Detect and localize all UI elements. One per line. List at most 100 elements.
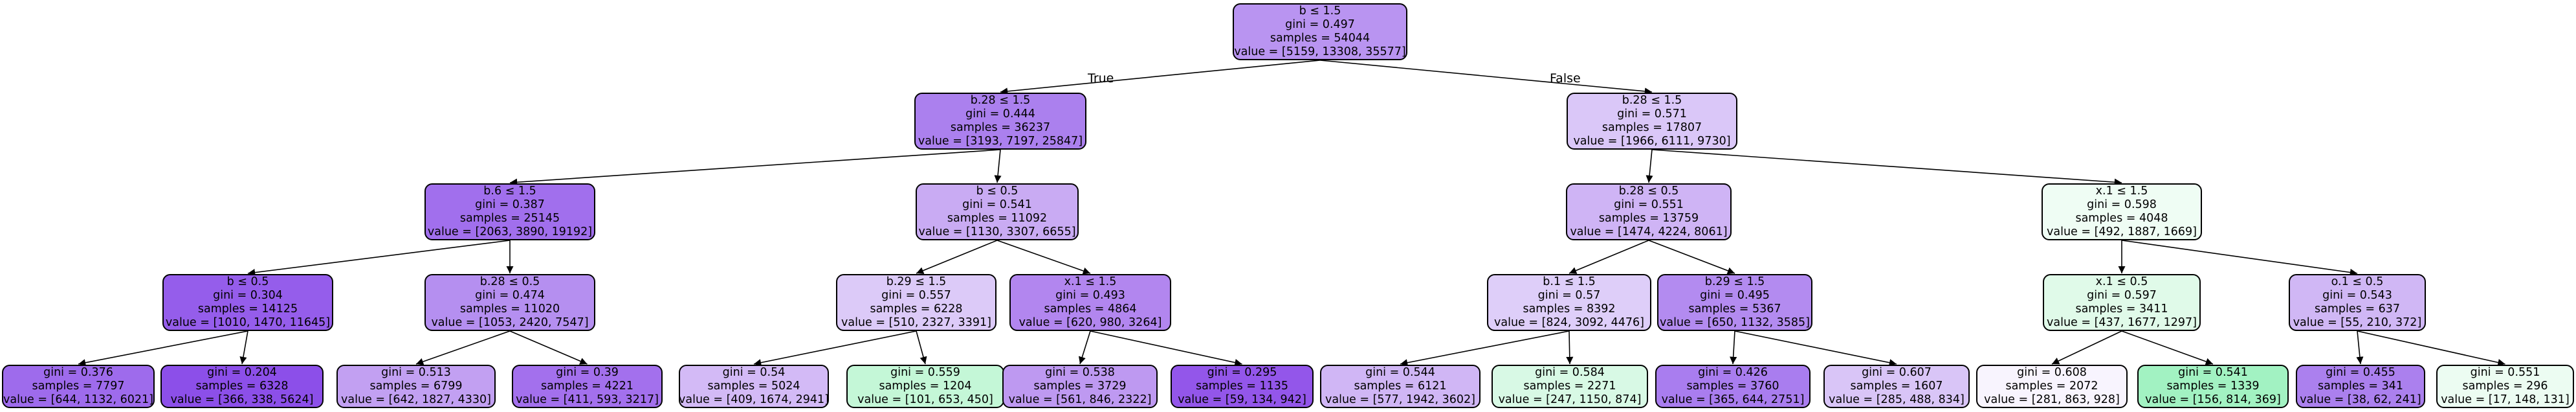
node-text-line: gini = 0.474 — [475, 289, 545, 302]
node-text-line: b.28 ≤ 1.5 — [1622, 94, 1682, 107]
node-text-line: gini = 0.538 — [1045, 366, 1115, 379]
node-text-line: samples = 1339 — [2166, 380, 2260, 393]
tree-edge — [1646, 149, 1653, 183]
tree-edge — [1648, 240, 1735, 275]
tree-edge — [916, 240, 998, 274]
tree-edge — [1734, 330, 1897, 367]
node-text-line: samples = 2072 — [2005, 380, 2098, 393]
tree-edge — [753, 330, 917, 367]
node-text-line: samples = 25145 — [459, 212, 560, 225]
node-text-line: value = [1010, 1470, 11645] — [165, 316, 331, 329]
node-text-line: samples = 5367 — [1688, 303, 1781, 315]
node-text-line: gini = 0.607 — [1862, 366, 1932, 379]
node-text-line: gini = 0.495 — [1700, 289, 1770, 302]
node-text-line: value = [620, 980, 3264] — [1018, 316, 1162, 329]
node-text-line: o.1 ≤ 0.5 — [2331, 275, 2384, 288]
node-text-line: gini = 0.426 — [1698, 366, 1768, 379]
tree-edge — [1569, 240, 1649, 274]
node-text-line: gini = 0.376 — [43, 366, 113, 379]
node-text-line: value = [247, 1150, 874] — [1498, 393, 1642, 406]
tree-edge — [994, 149, 1002, 183]
node-text-line: b ≤ 0.5 — [226, 275, 269, 288]
node-text-line: samples = 11020 — [459, 303, 560, 315]
node-text-line: value = [101, 653, 450] — [857, 393, 993, 406]
node-text-line: samples = 296 — [2462, 380, 2548, 393]
node-text-line: value = [281, 863, 928] — [1984, 393, 2120, 406]
tree-edge — [1651, 149, 2122, 186]
node-text-line: value = [1966, 6111, 9730] — [1573, 135, 1731, 148]
node-text-line: value = [38, 62, 241] — [2300, 393, 2421, 406]
node-text-line: b.28 ≤ 0.5 — [1618, 185, 1679, 198]
node-text-line: gini = 0.57 — [1537, 289, 1601, 302]
node-text-line: samples = 6799 — [369, 380, 463, 393]
tree-edge — [2356, 330, 2364, 365]
tree-edge — [247, 240, 511, 277]
tree-edge — [2121, 240, 2358, 276]
node-text-line: samples = 1607 — [1850, 380, 1943, 393]
node-text-line: gini = 0.295 — [1207, 366, 1277, 379]
node-text-line: samples = 1135 — [1195, 380, 1289, 393]
node-text-line: samples = 36237 — [950, 121, 1051, 134]
node-text-line: gini = 0.598 — [2087, 198, 2157, 211]
node-text-line: samples = 4864 — [1044, 303, 1137, 315]
node-text-line: value = [365, 644, 2751] — [1661, 393, 1805, 406]
node-text-line: samples = 54044 — [1270, 32, 1371, 45]
node-text-line: value = [437, 1677, 1297] — [2047, 316, 2197, 329]
node-text-line: gini = 0.608 — [2017, 366, 2087, 379]
tree-edge — [1566, 330, 1574, 365]
tree-edge — [1319, 60, 1653, 95]
node-text-line: value = [17, 148, 131] — [2441, 393, 2570, 406]
node-text-line: gini = 0.387 — [475, 198, 545, 211]
edge-label-true: True — [1088, 71, 1114, 86]
tree-edge — [415, 330, 511, 365]
node-text-line: value = [650, 1132, 3585] — [1660, 316, 1810, 329]
node-text-line: value = [409, 1674, 2941] — [679, 393, 829, 406]
node-text-line: gini = 0.557 — [881, 289, 951, 302]
node-text-line: b.28 ≤ 0.5 — [479, 275, 540, 288]
node-text-line: samples = 3760 — [1686, 380, 1779, 393]
tree-edge — [996, 240, 1091, 275]
node-text-line: x.1 ≤ 0.5 — [2095, 275, 2148, 288]
node-text-line: gini = 0.544 — [1365, 366, 1435, 379]
node-text-line: value = [642, 1827, 4330] — [341, 393, 491, 406]
node-text-line: samples = 3729 — [1033, 380, 1127, 393]
tree-edge — [78, 330, 248, 367]
node-text-line: gini = 0.444 — [965, 108, 1035, 120]
node-text-line: samples = 11092 — [947, 212, 1048, 225]
node-text-line: samples = 3411 — [2075, 303, 2168, 315]
tree-edge — [2051, 330, 2122, 365]
node-text-line: gini = 0.455 — [2326, 366, 2395, 379]
node-text-line: samples = 6228 — [870, 303, 963, 315]
tree-edge — [916, 330, 927, 365]
node-text-line: samples = 7797 — [32, 380, 125, 393]
node-text-line: value = [55, 210, 372] — [2293, 316, 2422, 329]
node-text-line: gini = 0.204 — [207, 366, 277, 379]
node-text-line: gini = 0.551 — [1614, 198, 1684, 211]
node-text-line: samples = 341 — [2318, 380, 2403, 393]
node-text-line: b ≤ 0.5 — [976, 185, 1018, 198]
node-text-line: value = [577, 1942, 3602] — [1325, 393, 1475, 406]
node-text-line: gini = 0.584 — [1535, 366, 1605, 379]
node-text-line: gini = 0.543 — [2322, 289, 2392, 302]
node-text-line: gini = 0.493 — [1055, 289, 1125, 302]
node-text-line: gini = 0.551 — [2470, 366, 2540, 379]
node-text-line: value = [510, 2327, 3391] — [841, 316, 991, 329]
node-text-line: value = [5159, 13308, 35577] — [1234, 45, 1406, 58]
node-text-line: gini = 0.571 — [1617, 108, 1687, 120]
